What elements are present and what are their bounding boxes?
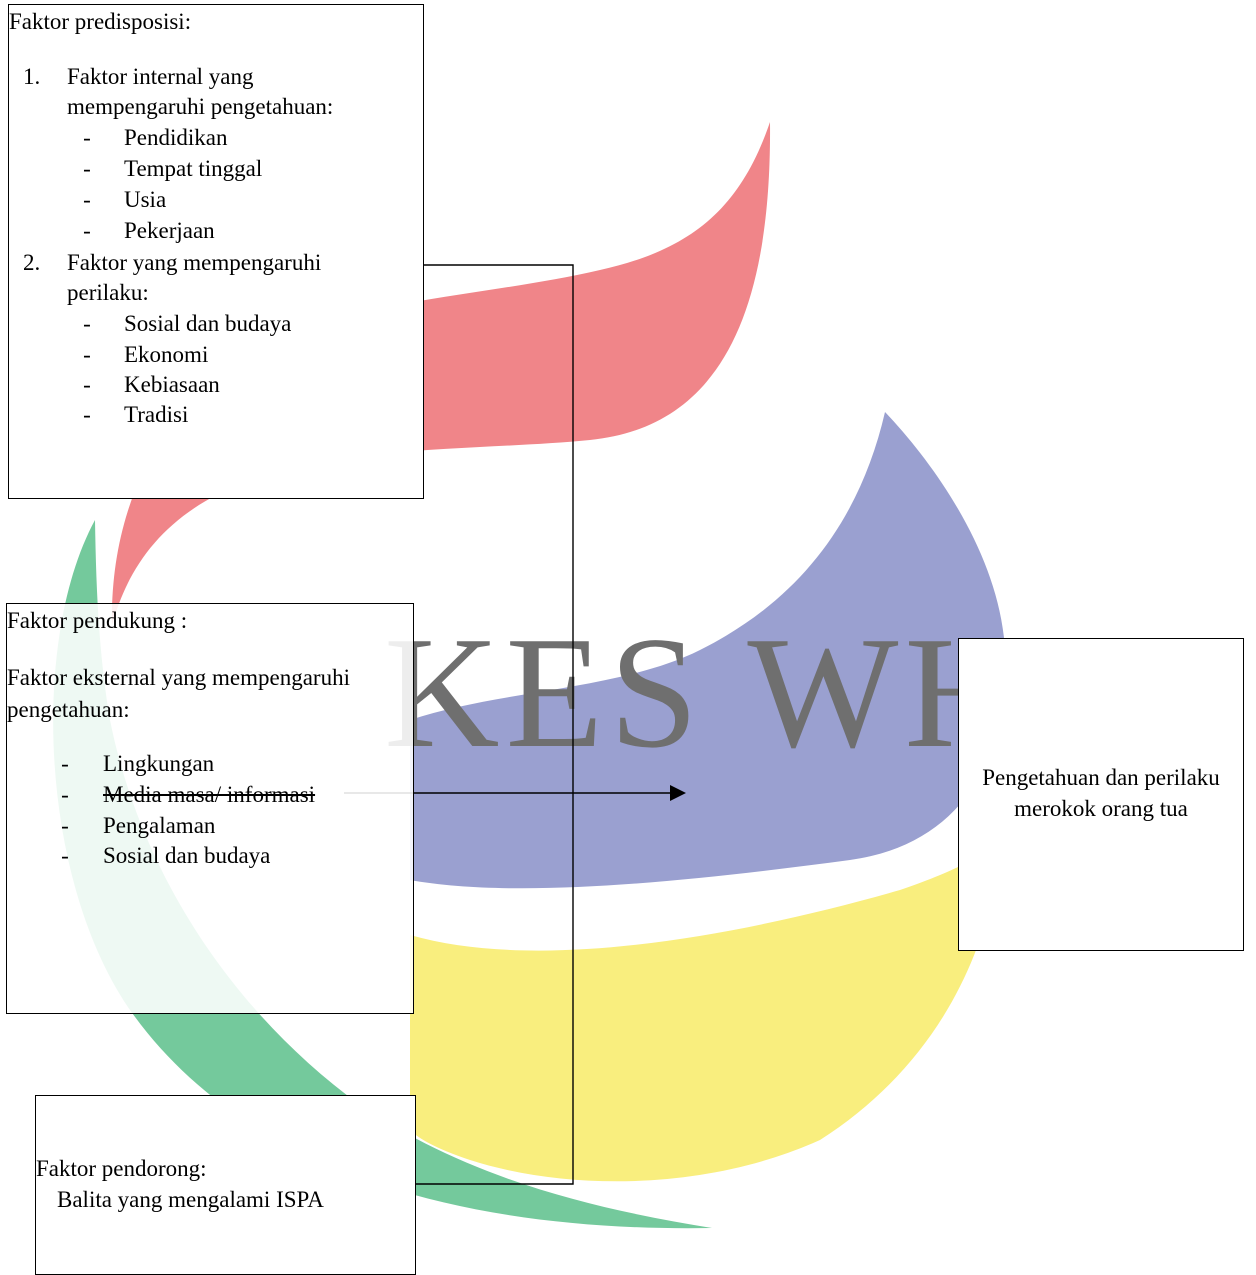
pendukung-box: Faktor pendukung : Faktor eksternal yang… bbox=[6, 603, 414, 1014]
item-1-label-line-2: mempengaruhi pengetahuan: bbox=[67, 94, 334, 119]
outcome-box: Pengetahuan dan perilaku merokok orang t… bbox=[958, 638, 1244, 951]
pendukung-title: Faktor pendukung : bbox=[7, 608, 188, 633]
item-1-number: 1. bbox=[23, 64, 41, 89]
predisposisi-title: Faktor predisposisi: bbox=[9, 9, 192, 34]
subitem-tempat-tinggal: Tempat tinggal bbox=[124, 156, 263, 181]
subitem-usia: Usia bbox=[124, 187, 167, 212]
blue-swoosh bbox=[410, 412, 1006, 889]
subitem-sosial-budaya: Sosial dan budaya bbox=[124, 311, 292, 336]
pendukung-subtitle-line-2: pengetahuan: bbox=[7, 697, 130, 722]
pendorong-title: Faktor pendorong: bbox=[36, 1156, 207, 1181]
pendorong-detail: Balita yang mengalami ISPA bbox=[57, 1187, 324, 1212]
subitem-lingkungan: Lingkungan bbox=[103, 751, 215, 776]
pendukung-subtitle-line-1: Faktor eksternal yang mempengaruhi bbox=[7, 665, 350, 690]
bullet-dash: - bbox=[83, 187, 91, 212]
item-2-label-line-2: perilaku: bbox=[67, 280, 149, 305]
bullet-dash: - bbox=[61, 751, 69, 776]
item-2-label-line-1: Faktor yang mempengaruhi bbox=[67, 250, 322, 275]
red-swoosh bbox=[111, 122, 771, 625]
subitem-ekonomi: Ekonomi bbox=[124, 342, 209, 367]
bracket-connector bbox=[416, 264, 574, 1185]
bullet-dash: - bbox=[83, 342, 91, 367]
bullet-dash: - bbox=[83, 218, 91, 243]
bullet-dash: - bbox=[83, 311, 91, 336]
subitem-sosial-budaya-2: Sosial dan budaya bbox=[103, 843, 271, 868]
subitem-pendidikan: Pendidikan bbox=[124, 125, 228, 150]
green-swoosh bbox=[53, 520, 712, 1229]
yellow-swoosh bbox=[410, 845, 1000, 1182]
subitem-pekerjaan: Pekerjaan bbox=[124, 218, 215, 243]
subitem-kebiasaan: Kebiasaan bbox=[124, 372, 220, 397]
item-1-label-line-1: Faktor internal yang bbox=[67, 64, 254, 89]
bullet-dash: - bbox=[83, 402, 91, 427]
arrowhead bbox=[670, 785, 686, 801]
outcome-line-1: Pengetahuan dan perilaku bbox=[982, 765, 1220, 790]
bullet-dash: - bbox=[83, 372, 91, 397]
subitem-media-masa: Media masa/ informasi bbox=[103, 782, 316, 807]
pendorong-box: Faktor pendorong: Balita yang mengalami … bbox=[35, 1095, 416, 1275]
bullet-dash: - bbox=[83, 156, 91, 181]
subitem-pengalaman: Pengalaman bbox=[103, 813, 216, 838]
bullet-dash: - bbox=[61, 813, 69, 838]
bullet-dash: - bbox=[61, 843, 69, 868]
predisposisi-box: Faktor predisposisi: 1. Faktor internal … bbox=[8, 4, 424, 499]
subitem-tradisi: Tradisi bbox=[124, 402, 189, 427]
bullet-dash: - bbox=[83, 125, 91, 150]
item-2-number: 2. bbox=[23, 250, 41, 275]
bullet-dash: - bbox=[61, 782, 69, 807]
outcome-line-2: merokok orang tua bbox=[1014, 796, 1188, 821]
